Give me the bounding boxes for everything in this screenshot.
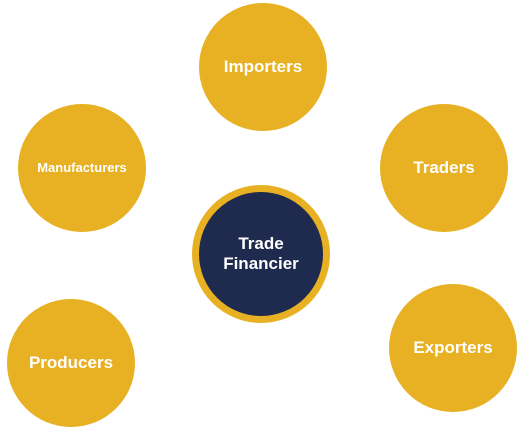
trade-financier-circle: Trade Financier — [192, 185, 330, 323]
producers-label: Producers — [28, 352, 114, 372]
importers-label: Importers — [223, 56, 303, 76]
traders-circle: Traders — [380, 104, 508, 232]
exporters-circle: Exporters — [389, 284, 517, 412]
producers-circle: Producers — [7, 299, 135, 427]
manufacturers-label: Manufacturers — [37, 160, 127, 176]
trade-financier-label: Trade Financier — [223, 233, 299, 273]
traders-label: Traders — [413, 157, 475, 177]
manufacturers-circle: Manufacturers — [18, 104, 146, 232]
exporters-label: Exporters — [413, 337, 493, 357]
importers-circle: Importers — [199, 3, 327, 131]
